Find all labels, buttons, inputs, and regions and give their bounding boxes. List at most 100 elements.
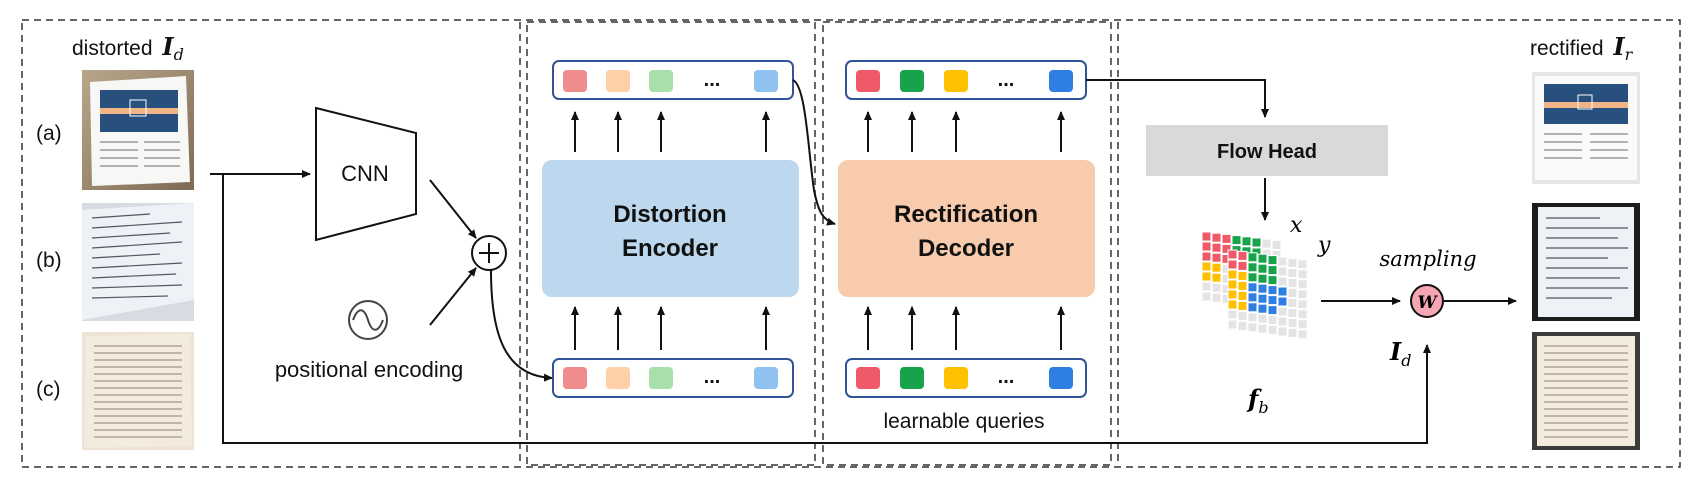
flow-grid-cell (1201, 231, 1212, 242)
flow-grid-front (1227, 249, 1308, 340)
decoder-to-flowhead-connector (1086, 79, 1269, 118)
flow-y-label: y (1317, 233, 1331, 258)
token (754, 367, 778, 389)
token-ellipsis: ... (998, 366, 1015, 388)
sampling-warp-node (1410, 284, 1444, 318)
add-connectors (429, 179, 553, 382)
flow-grid-cell (1237, 300, 1248, 311)
flow-grid-cell (1287, 287, 1298, 298)
encoder-output-tokens: ... (552, 60, 794, 100)
flow-grid-cell (1227, 289, 1238, 300)
sampling-label: sampling (1379, 247, 1476, 271)
flow-grid-cell (1201, 261, 1212, 272)
flow-head-block (1146, 125, 1388, 176)
flow-grid-cell (1257, 293, 1268, 304)
dashed-panels (21, 19, 1681, 468)
flow-grid-cell (1201, 251, 1212, 262)
flow-grid-cell (1247, 252, 1258, 263)
sampling-node-label: W (1417, 293, 1438, 313)
flow-grid-cell (1227, 309, 1238, 320)
flow-head-label: Flow Head (1217, 141, 1317, 163)
flow-grid-cell (1267, 305, 1278, 316)
flow-grid-cell (1201, 271, 1212, 282)
flow-grid-cell (1221, 243, 1232, 254)
encoder-arrows (571, 111, 770, 350)
flow-grid-cell (1237, 290, 1248, 301)
token (606, 367, 630, 389)
positional-encoding-label: positional encoding (275, 357, 463, 382)
token-ellipsis: ... (998, 69, 1015, 91)
rectified-image-a (1532, 72, 1640, 184)
decoder-label-line1: Rectification (894, 201, 1038, 228)
flow-grid-cell (1277, 326, 1288, 337)
flow-grid-cell (1201, 281, 1212, 292)
flow-grid-cell (1267, 295, 1278, 306)
token-ellipsis: ... (704, 366, 721, 388)
flow-grid-cell (1261, 238, 1272, 249)
input-connectors (210, 170, 1431, 444)
encoder-label-line2: Encoder (622, 235, 718, 262)
flow-grid-cell (1267, 255, 1278, 266)
flow-grid-cell (1287, 277, 1298, 288)
distortion-encoder-block (542, 160, 799, 297)
decoder-output-tokens: ... (845, 60, 1087, 100)
token (1049, 70, 1073, 92)
token (856, 70, 880, 92)
learnable-queries-label: learnable queries (883, 410, 1044, 433)
flow-grid-cell (1297, 309, 1308, 320)
rectification-decoder-block (838, 160, 1095, 297)
outputs-title: rectified Ir (1530, 32, 1634, 64)
token (900, 367, 924, 389)
encoder-input-tokens: ... (552, 358, 794, 398)
token (900, 70, 924, 92)
flow-grid-cell (1297, 329, 1308, 340)
flow-grid-cell (1287, 307, 1298, 318)
rectified-image-b (1532, 203, 1640, 321)
flow-field-symbol: fb (1246, 384, 1269, 417)
flow-grid-cell (1227, 249, 1238, 260)
rectified-image-c (1532, 332, 1640, 450)
flow-grid-cell (1237, 280, 1248, 291)
flow-grid-cell (1257, 283, 1268, 294)
token (606, 70, 630, 92)
flow-grid-cell (1287, 297, 1298, 308)
token (649, 70, 673, 92)
cnn-label: CNN (341, 161, 389, 186)
flow-grid-cell (1277, 306, 1288, 317)
flow-grid-cell (1201, 241, 1212, 252)
flow-grid-cell (1247, 312, 1258, 323)
distorted-image-a (82, 70, 194, 190)
flow-grid-cell (1237, 320, 1248, 331)
flow-grid-cell (1211, 292, 1222, 303)
token (856, 367, 880, 389)
token (944, 70, 968, 92)
flow-grid-cell (1277, 256, 1288, 267)
flow-grid-cell (1241, 236, 1252, 247)
flow-grid-cell (1267, 285, 1278, 296)
flow-grid-cell (1277, 276, 1288, 287)
flow-grid-cell (1271, 239, 1282, 250)
flow-grid-cell (1237, 310, 1248, 321)
flow-grid-cell (1257, 263, 1268, 274)
flow-grid-cell (1287, 267, 1298, 278)
flow-grid-cell (1211, 272, 1222, 283)
flow-grid-cell (1257, 323, 1268, 334)
flow-grid-cell (1277, 286, 1288, 297)
flow-grid-cell (1211, 282, 1222, 293)
flow-grid-cell (1227, 279, 1238, 290)
token (754, 70, 778, 92)
flow-grid-cell (1297, 289, 1308, 300)
token (649, 367, 673, 389)
flow-grid-cell (1237, 250, 1248, 261)
flow-grid-cell (1297, 259, 1308, 270)
flow-grid-cell (1267, 275, 1278, 286)
flow-grid-cell (1221, 233, 1232, 244)
flow-grid-cell (1211, 232, 1222, 243)
token-ellipsis: ... (704, 69, 721, 91)
flow-grid-cell (1237, 270, 1248, 281)
row-label-a: (a) (36, 122, 62, 145)
decoder-label-line2: Decoder (918, 235, 1014, 262)
flow-grid-cell (1267, 325, 1278, 336)
token (1049, 367, 1073, 389)
